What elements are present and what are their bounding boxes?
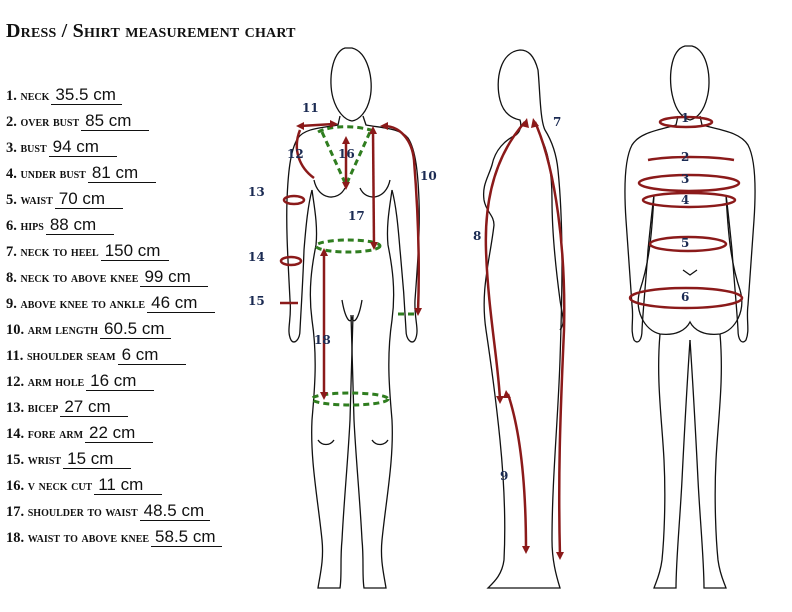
chart-title: Dress / Shirt measurement chart <box>6 20 296 42</box>
measurement-label: 10. arm length <box>6 322 99 338</box>
marker-7: 7 <box>553 115 561 129</box>
measurement-label: 12. arm hole <box>6 374 85 390</box>
measurement-label: 15. wrist <box>6 452 62 468</box>
guide-waist <box>314 238 382 254</box>
marker-9: 9 <box>500 469 508 483</box>
measurement-label: 8. neck to above knee <box>6 270 139 286</box>
measurement-label: 5. waist <box>6 192 53 208</box>
marker-15: 15 <box>248 294 265 308</box>
marker-11: 11 <box>302 101 319 115</box>
line-12 <box>295 129 315 180</box>
front-figure <box>286 47 420 589</box>
marker-14: 14 <box>248 250 265 264</box>
measurement-value: 35.5 cm <box>51 86 122 105</box>
measurement-value: 27 cm <box>60 398 129 417</box>
measurement-value: 46 cm <box>147 294 216 313</box>
measurement-value: 58.5 cm <box>151 528 222 547</box>
measurement-label: 17. shoulder to waist <box>6 504 138 520</box>
line-2 <box>647 155 735 162</box>
measurement-label: 6. hips <box>6 218 44 234</box>
measurement-value: 16 cm <box>86 372 155 391</box>
measurement-label: 9. above knee to ankle <box>6 296 146 312</box>
measurement-label: 18. waist to above knee <box>6 530 150 546</box>
marker-18: 18 <box>314 333 331 347</box>
marker-2: 2 <box>681 150 689 164</box>
measurement-label: 3. bust <box>6 140 47 156</box>
line-14 <box>279 255 303 267</box>
measurement-label: 13. bicep <box>6 400 59 416</box>
line-1 <box>658 115 714 129</box>
line-4 <box>641 191 737 209</box>
line-3 <box>637 173 741 193</box>
marker-13: 13 <box>248 185 265 199</box>
guide-shoulder-line <box>317 125 377 134</box>
measurement-value: 150 cm <box>100 242 169 261</box>
measurement-label: 16. v neck cut <box>6 478 93 494</box>
measurement-value: 94 cm <box>48 138 117 157</box>
line-8 <box>484 121 526 401</box>
marker-16: 16 <box>338 147 355 161</box>
measurement-value: 99 cm <box>140 268 209 287</box>
measurement-label: 4. under bust <box>6 166 86 182</box>
guide-above-knee <box>310 391 390 407</box>
measurement-label: 2. over bust <box>6 114 80 130</box>
marker-8: 8 <box>473 229 481 243</box>
marker-5: 5 <box>681 236 689 250</box>
measurement-value: 15 cm <box>63 450 132 469</box>
measurement-label: 11. shoulder seam <box>6 348 116 364</box>
measurement-label: 14. fore arm <box>6 426 84 442</box>
marker-6: 6 <box>681 290 689 304</box>
measurement-value: 81 cm <box>87 164 156 183</box>
marker-1: 1 <box>681 111 689 125</box>
marker-3: 3 <box>681 172 689 186</box>
measurement-label: 1. neck <box>6 88 50 104</box>
line-13 <box>282 194 306 206</box>
measurement-lines <box>279 115 744 557</box>
line-11 <box>299 122 335 128</box>
line-6 <box>628 286 744 310</box>
measurement-value: 22 cm <box>85 424 154 443</box>
line-10 <box>383 124 421 313</box>
measurement-value: 48.5 cm <box>139 502 211 521</box>
measurement-label: 7. neck to heel <box>6 244 99 260</box>
measurement-value: 11 cm <box>94 476 163 495</box>
measurement-value: 70 cm <box>54 190 123 209</box>
marker-10: 10 <box>420 169 437 183</box>
back-figure <box>624 45 756 589</box>
marker-12: 12 <box>287 147 304 161</box>
arrowheads <box>296 118 564 560</box>
side-figure <box>482 49 564 589</box>
line-17 <box>371 129 376 247</box>
marker-4: 4 <box>681 193 689 207</box>
measurement-value: 60.5 cm <box>100 320 171 339</box>
line-5 <box>648 235 728 253</box>
line-7 <box>533 121 566 557</box>
measurement-value: 6 cm <box>117 346 186 365</box>
marker-17: 17 <box>348 209 365 223</box>
measurement-value: 88 cm <box>45 216 114 235</box>
number-markers: 11 12 13 14 15 16 17 18 10 8 9 7 1 2 3 4… <box>248 101 689 483</box>
measurement-value: 85 cm <box>81 112 150 131</box>
line-9 <box>506 393 528 551</box>
